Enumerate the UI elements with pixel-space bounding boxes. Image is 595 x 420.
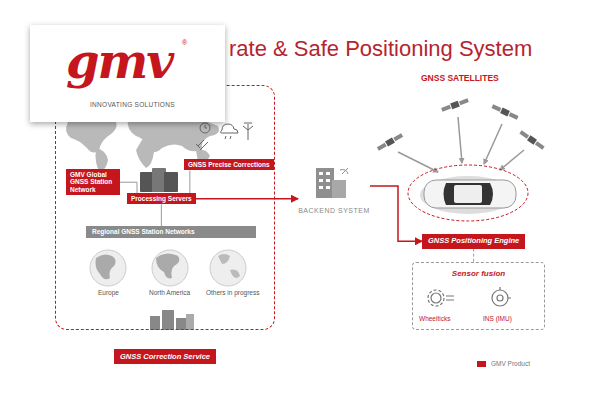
logo-tagline: INNOVATING SOLUTIONS xyxy=(90,101,175,108)
product-box: GMV Global GNSS Station Network xyxy=(66,169,120,195)
grey-band: Regional GNSS Station Networks xyxy=(86,226,256,238)
region-label: Others in progress xyxy=(206,289,259,296)
node-text: GNSS Correction Service xyxy=(114,349,216,364)
logo-box: gmv ® INNOVATING SOLUTIONS xyxy=(30,25,225,122)
region-label: North America xyxy=(149,289,190,296)
connector xyxy=(189,170,190,193)
product-box: Processing Servers xyxy=(127,193,196,204)
connector xyxy=(161,204,162,226)
node-text: Processing Servers xyxy=(131,195,192,202)
legend-row: GMV Product xyxy=(477,360,530,367)
node-text: Wheelticks xyxy=(419,315,450,322)
connector xyxy=(196,198,298,200)
logo-word: gmv xyxy=(66,33,172,89)
connector xyxy=(370,186,422,241)
product-box: GNSS Positioning Engine xyxy=(422,234,525,249)
node-text: Regional GNSS Station Networks xyxy=(92,228,250,236)
node-text: Sensor fusion xyxy=(413,269,544,278)
backend-node: BACKEND SYSTEM xyxy=(298,160,370,214)
node-text: INS (IMU) xyxy=(483,315,512,322)
legend-text: GMV Product xyxy=(491,360,530,367)
sensor-box: Sensor fusionWheelticks INS (IMU) xyxy=(412,262,545,330)
product-box: GNSS Precise Corrections xyxy=(184,159,274,170)
connector xyxy=(120,182,137,193)
node-text: GNSS Positioning Engine xyxy=(428,237,519,246)
node-text: GNSS Precise Corrections xyxy=(188,161,270,168)
region-label: Europe xyxy=(98,289,119,296)
sensor-item: Wheelticks xyxy=(419,315,450,322)
section-label: GNSS SATELLITES xyxy=(421,73,499,83)
node-text: GMV Global GNSS Station Network xyxy=(70,171,116,193)
node-text: BACKEND SYSTEM xyxy=(298,207,370,214)
legend-swatch xyxy=(477,361,486,367)
diagram-title: rate & Safe Positioning System xyxy=(229,36,532,62)
connector xyxy=(473,249,474,262)
registered-mark: ® xyxy=(182,39,187,46)
sensor-item: INS (IMU) xyxy=(483,315,512,322)
